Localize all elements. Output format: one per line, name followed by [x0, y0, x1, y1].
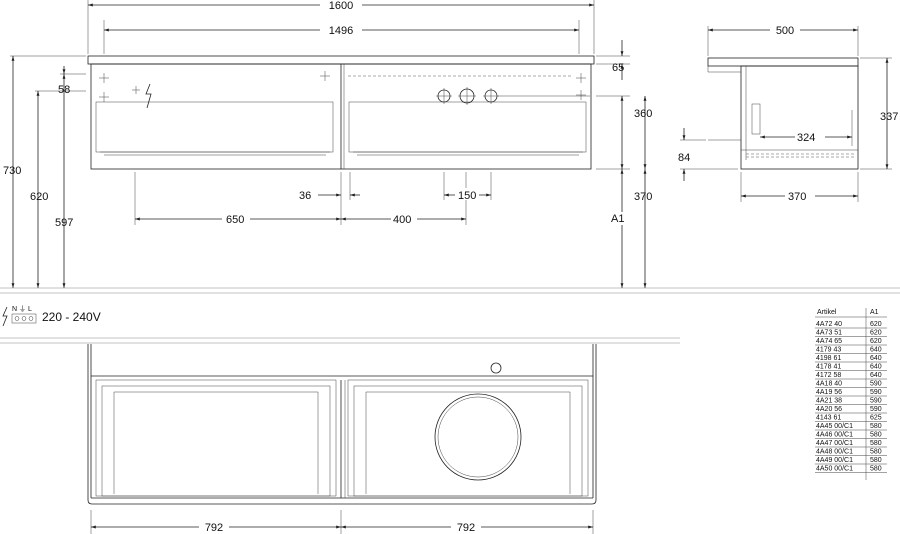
- dim-floor-620: 620: [30, 191, 48, 203]
- table-cell-a1: 580: [870, 440, 882, 447]
- table-cell-article: 4A48 00/C1: [816, 449, 853, 456]
- electrical-spec: N ⏚ L 220 - 240V: [2, 305, 101, 327]
- table-cell-a1: 580: [870, 466, 882, 473]
- dim-top-thickness: 65: [612, 62, 624, 74]
- side-view: 500 337 324 84 370: [678, 24, 898, 203]
- front-dimensions: [10, 0, 647, 288]
- dim-58: 58: [58, 84, 70, 96]
- lightning-icon: [2, 306, 8, 327]
- table-cell-a1: 580: [870, 423, 882, 430]
- table-cell-a1: 590: [870, 398, 882, 405]
- drawer-right: [348, 101, 587, 153]
- article-table: Artikel A1 4A72 40 620 4A73 51 620 4A74 65 62…: [815, 308, 887, 480]
- dim-side-depth: 500: [776, 25, 794, 37]
- voltage-label: 220 - 240V: [42, 310, 101, 324]
- dim-side-324: 324: [797, 132, 815, 144]
- dim-floor-to-top: 730: [3, 165, 21, 177]
- floor-line: [0, 287, 900, 294]
- table-cell-article: 4A21 38: [816, 398, 842, 405]
- table-cell-a1: 640: [870, 372, 882, 379]
- table-cell-a1: 625: [870, 415, 882, 422]
- table-cell-a1: 580: [870, 449, 882, 456]
- table-cell-a1: 580: [870, 432, 882, 439]
- tap-hole-top: [490, 362, 502, 374]
- table-cell-article: 4A46 00/C1: [816, 432, 853, 439]
- table-cell-article: 4A18 40: [816, 381, 842, 388]
- table-cell-article: 4A73 51: [816, 330, 842, 337]
- mounting-marks: [99, 71, 586, 102]
- table-cell-a1: 640: [870, 364, 882, 371]
- dim-top-right: 792: [457, 522, 475, 534]
- dim-a1: A1: [611, 213, 624, 225]
- table-cell-a1: 620: [870, 338, 882, 345]
- table-cell-article: 4A72 40: [816, 321, 842, 328]
- dim-650: 650: [226, 214, 244, 226]
- dim-top-left: 792: [205, 522, 223, 534]
- countertop: [87, 55, 595, 65]
- table-cell-a1: 590: [870, 381, 882, 388]
- table-cell-article: 4A19 56: [816, 389, 842, 396]
- table-cell-article: 4A74 65: [816, 338, 842, 345]
- dim-side-height: 337: [880, 111, 898, 123]
- table-cell-a1: 640: [870, 355, 882, 362]
- side-body: [740, 65, 859, 170]
- table-cell-a1: 640: [870, 347, 882, 354]
- dim-side-370: 370: [788, 191, 806, 203]
- table-cell-article: 4A47 00/C1: [816, 440, 853, 447]
- dim-body-height: 360: [634, 108, 652, 120]
- terminal-labels: N ⏚ L: [12, 305, 32, 313]
- table-header-a1: A1: [870, 309, 879, 316]
- dim-150: 150: [458, 190, 476, 202]
- front-elevation: [87, 55, 595, 170]
- table-cell-article: 4198 61: [816, 355, 841, 362]
- table-cell-article: 4A50 00/C1: [816, 466, 853, 473]
- terminal-block-icon: [11, 313, 37, 324]
- table-cell-a1: 620: [870, 330, 882, 337]
- top-outline: [87, 344, 597, 505]
- dim-floor-to-body: 370: [634, 191, 652, 203]
- top-view: 792 792: [0, 337, 680, 534]
- table-cell-article: 4179 43: [816, 347, 841, 354]
- table-cell-article: 4A20 56: [816, 406, 842, 413]
- table-cell-article: 4143 61: [816, 415, 841, 422]
- table-cell-article: 4172 58: [816, 372, 841, 379]
- dim-floor-597: 597: [55, 217, 73, 229]
- table-cell-article: 4A49 00/C1: [816, 457, 853, 464]
- siphon-cutout: [434, 393, 522, 481]
- table-cell-article: 4A45 00/C1: [816, 423, 853, 430]
- table-cell-a1: 590: [870, 389, 882, 396]
- drawer-left: [95, 101, 334, 153]
- dim-inner-width: 1496: [329, 25, 353, 37]
- front-labels: 1600 1496 65 360 370 A1 730 620 597 58 3…: [3, 0, 652, 229]
- table-cell-a1: 580: [870, 457, 882, 464]
- table-cell-a1: 590: [870, 406, 882, 413]
- dim-side-84: 84: [678, 152, 690, 164]
- tap-holes: [436, 87, 590, 105]
- dim-36: 36: [299, 190, 311, 202]
- dim-total-width: 1600: [329, 0, 353, 12]
- top-drawer-left: [95, 379, 337, 497]
- table-cell-article: 4178 41: [816, 364, 841, 371]
- electric-symbol-icon: [145, 83, 152, 109]
- dim-400: 400: [393, 214, 411, 226]
- side-countertop: [707, 57, 859, 67]
- table-header-article: Artikel: [817, 309, 837, 316]
- table-cell-a1: 620: [870, 321, 882, 328]
